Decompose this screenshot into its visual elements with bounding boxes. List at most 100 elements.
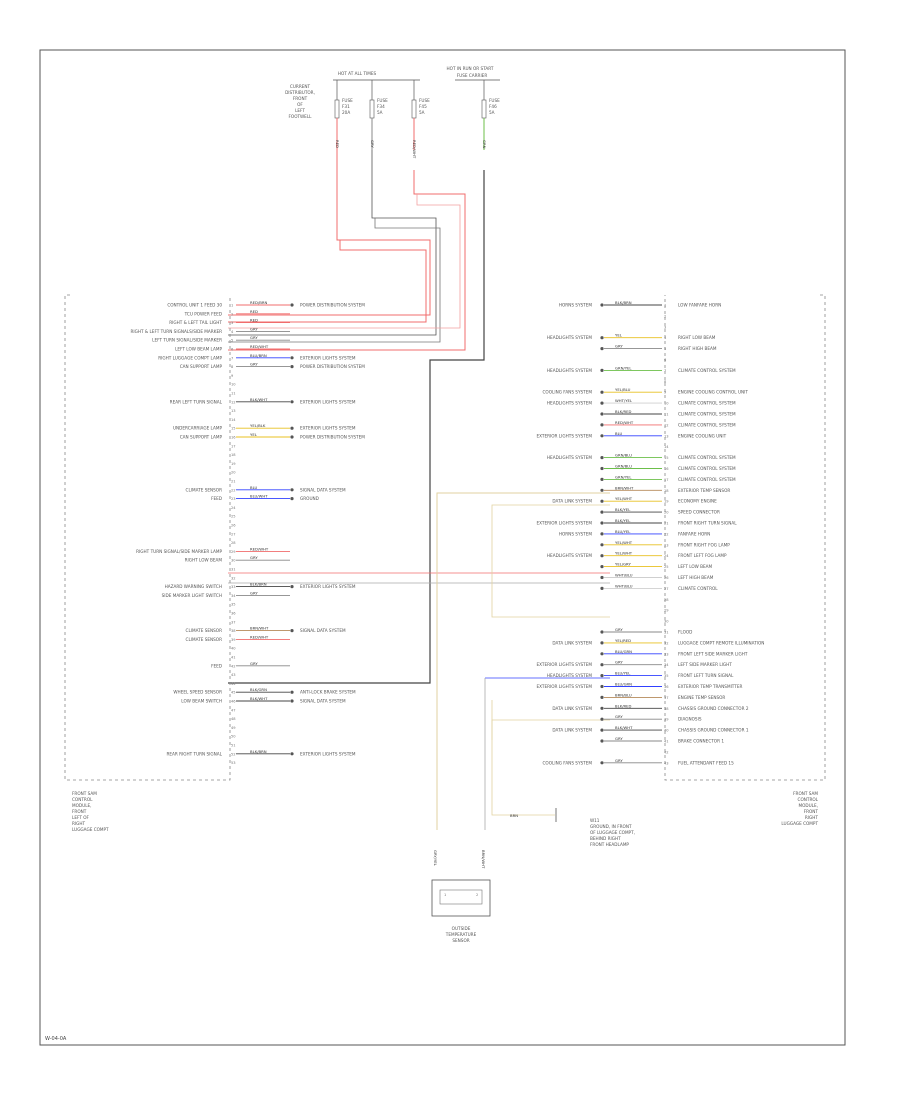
right-wire-color: BLK/RED: [615, 703, 632, 708]
right-pin-number: 23: [664, 543, 669, 547]
right-pin-number: 5: [664, 347, 666, 351]
left-unused-pin: 32: [231, 576, 236, 580]
wire-yel-2: [491, 504, 610, 618]
left-unused-pin: 27: [231, 532, 236, 536]
right-pin-number: 35: [664, 674, 669, 678]
right-connector-dot: [600, 652, 604, 656]
right-pin-number: 20: [664, 511, 669, 515]
ground-desc-line: OF LUGGAGE COMPT,: [590, 830, 635, 835]
fuse-box-desc-line: OF: [297, 102, 303, 107]
left-pin-label: CAN SUPPORT LAMP: [180, 435, 223, 440]
right-unused-pin: 29: [664, 609, 669, 613]
right-wire-color: GRY: [615, 627, 623, 632]
left-pin-label: UNDERCARRIAGE LAMP: [173, 426, 223, 431]
left-module-name-line: LEFT OF: [72, 815, 89, 820]
left-unused-pin: 53: [231, 761, 236, 765]
ground-ref: W11: [590, 818, 600, 823]
right-pin-label: CLIMATE CONTROL: [678, 586, 718, 591]
left-wire-color: RED: [250, 309, 258, 314]
left-pin-label: SIDE MARKER LIGHT SWITCH: [162, 593, 222, 598]
left-connector-dot: [290, 303, 294, 307]
right-wire-color: YEL/WHT: [615, 496, 633, 501]
fuse-group: FUSEF3120AREDFUSEF345AGRYFUSEF455ARED/WH…: [334, 80, 500, 159]
left-connector-dot: [290, 629, 294, 633]
right-pin-label: EXTERIOR TEMP TRANSMITTER: [678, 684, 742, 689]
sensor-name-line: OUTSIDE: [452, 926, 471, 931]
right-pin-label: RIGHT HIGH BEAM: [678, 346, 717, 351]
right-module-name-line: RIGHT: [805, 815, 819, 820]
ground-wire-label: BRN: [510, 813, 518, 818]
left-pin-number: 46: [231, 700, 236, 704]
left-wire-color: GRY: [250, 555, 258, 560]
left-unused-pin: 48: [231, 717, 236, 721]
left-destination: EXTERIOR LIGHTS SYSTEM: [300, 426, 356, 431]
right-pin-number: 43: [664, 761, 669, 765]
left-connector-dot: [290, 356, 294, 360]
left-pin-label: CAN SUPPORT LAMP: [180, 364, 223, 369]
right-unused-pin: 8: [664, 380, 667, 384]
left-destination: POWER DISTRIBUTION SYSTEM: [300, 364, 365, 369]
right-pin-label: CLIMATE CONTROL SYSTEM: [678, 466, 736, 471]
right-connector-dot: [600, 630, 604, 634]
fuse-box-desc-line: FOOTWELL: [288, 114, 312, 119]
left-wire-color: GRY: [250, 661, 258, 666]
wire-yel-3: [491, 719, 610, 740]
right-wire-color: YEL/GRY: [615, 562, 631, 567]
right-wire-color: BRN/BLU: [615, 692, 632, 697]
right-wire-color: WHT/BLU: [615, 583, 633, 588]
right-connector-dot: [600, 761, 604, 765]
right-wire-color: BLU: [615, 431, 623, 436]
fuse-box-desc-line: FRONT: [293, 96, 308, 101]
right-wire-color: GRN/BLU: [615, 464, 632, 469]
right-unused-pin: 28: [664, 598, 669, 602]
left-connector-dot: [290, 690, 294, 694]
fuse-name: FUSE: [342, 98, 353, 103]
right-pin-number: 16: [664, 467, 669, 471]
left-pin-label: LOW BEAM SWITCH: [181, 699, 222, 704]
left-pin-label: RIGHT TURN SIGNAL/SIDE MARKER LAMP: [136, 549, 222, 554]
left-pin-number: 30: [231, 559, 236, 563]
right-source-system: HORNS SYSTEM: [559, 303, 593, 308]
left-unused-pin: 17: [231, 444, 236, 448]
right-unused-pin: 3: [664, 325, 666, 329]
fuse-name: FUSE: [489, 98, 500, 103]
right-source-system: HEADLIGHTS SYSTEM: [547, 368, 592, 373]
left-pin-number: 8: [231, 365, 234, 369]
left-unused-pin: 47: [231, 708, 236, 712]
sensor-name-line: SENSOR: [452, 938, 469, 943]
left-wire-color: GRY: [250, 362, 258, 367]
right-connector-dot: [600, 434, 604, 438]
fuse-rating: 20A: [342, 110, 350, 115]
right-source-system: EXTERIOR LIGHTS SYSTEM: [536, 662, 592, 667]
left-pin-label: CONTROL UNIT 1 FEED 30: [167, 303, 222, 308]
fuse-wire-label: GRN: [482, 140, 487, 149]
right-connector-dot: [600, 684, 604, 689]
left-destination: EXTERIOR LIGHTS SYSTEM: [300, 584, 356, 589]
right-pin-number: 4: [664, 336, 667, 340]
wire-grn: [228, 170, 485, 684]
left-destination: GROUND: [300, 496, 319, 501]
right-connector-dot: [600, 488, 604, 492]
right-module-name: FRONT SAMCONTROLMODULE,FRONTRIGHTLUGGAGE…: [781, 791, 818, 826]
wire-redwht-2: [228, 194, 461, 329]
left-pin-number: 33: [231, 585, 236, 589]
right-wire-color: BLK/YEL: [615, 518, 631, 523]
right-wire-color: RED/WHT: [615, 420, 634, 425]
left-unused-pin: 43: [231, 673, 236, 677]
right-connector-dot: [600, 586, 604, 591]
right-source-system: DATA LINK SYSTEM: [552, 728, 592, 733]
right-connector-dot: [600, 674, 604, 678]
fuse-wire-label: RED: [335, 140, 340, 148]
right-pin-number: 17: [664, 478, 669, 482]
power-section: HOT AT ALL TIMES HOT IN RUN OR START FUS…: [285, 66, 500, 159]
left-pin-label: CLIMATE SENSOR: [186, 628, 223, 633]
right-pin-number: 26: [664, 576, 669, 580]
left-connector-dot: [290, 585, 294, 589]
left-module-name-line: CONTROL: [72, 797, 93, 802]
wire-gry-2: [228, 218, 441, 343]
right-pin-number: 12: [664, 423, 669, 427]
right-pin-label: FRONT LEFT SIDE MARKER LIGHT: [678, 651, 748, 656]
